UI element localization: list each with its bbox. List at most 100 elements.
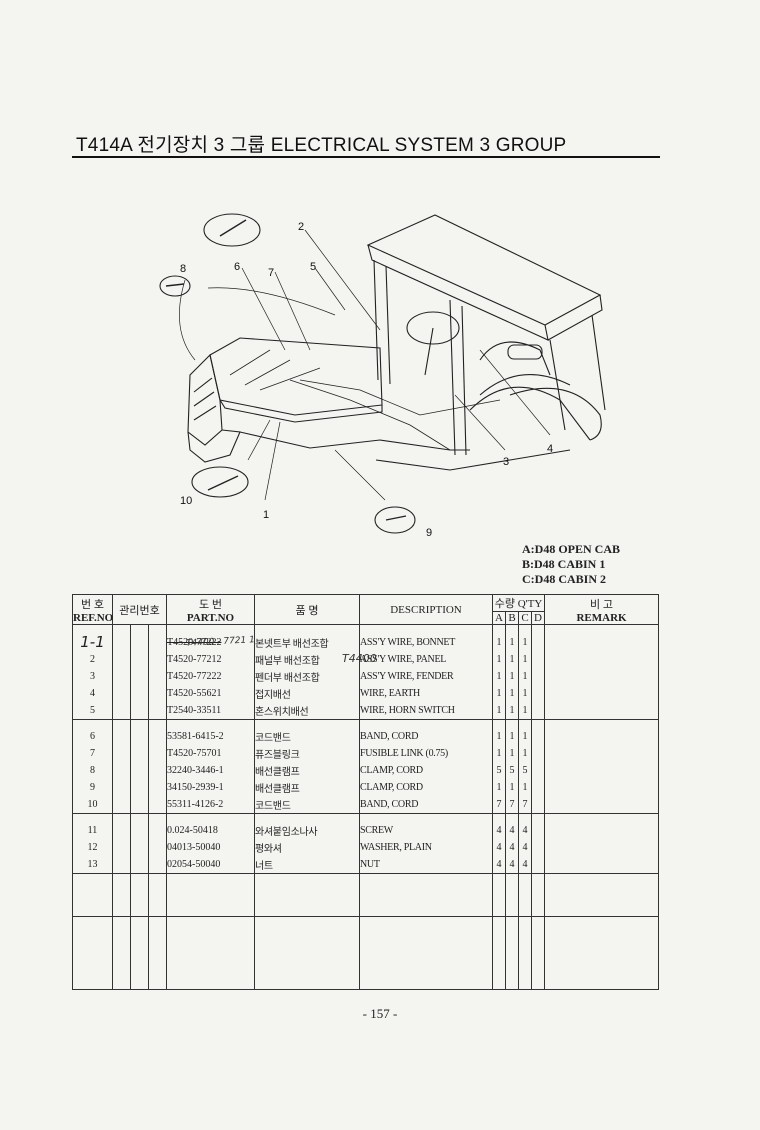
spacer-cell (505, 624, 519, 633)
part-name-kor: 본넷트부 배선조합 (254, 633, 360, 651)
empty-cell (148, 882, 167, 899)
spacer-cell (72, 813, 113, 822)
qty-c: 1 (518, 745, 532, 762)
part-no: 02054-50040 (166, 856, 255, 874)
qty-d (530, 796, 546, 814)
remark (544, 668, 660, 685)
mgmt-cell (112, 633, 131, 651)
remark (544, 651, 660, 668)
qty-a: 1 (492, 702, 506, 720)
callout-10: 10 (180, 495, 192, 507)
description: ASS'Y WIRE, FENDER (359, 668, 493, 685)
mgmt-cell (112, 839, 131, 856)
callout-detail-10 (191, 466, 249, 498)
qty-a: 1 (492, 668, 506, 685)
empty-cell (544, 899, 660, 917)
ref-no: 4 (72, 685, 113, 702)
qty-b: 4 (505, 856, 519, 874)
mgmt-cell (112, 668, 131, 685)
qty-a: 4 (492, 839, 506, 856)
qty-b: 1 (505, 668, 519, 685)
spacer-cell (72, 624, 113, 633)
table-spacer (72, 624, 660, 633)
mgmt-cell (148, 633, 167, 651)
qty-a: 1 (492, 633, 506, 651)
mgmt-cell (148, 651, 167, 668)
qty-a: 5 (492, 762, 506, 779)
header-remark-kor: 비 고 (590, 598, 614, 611)
qty-d (530, 685, 546, 702)
empty-cell (166, 899, 255, 917)
spacer-cell (359, 719, 493, 728)
empty-cell (112, 953, 131, 990)
qty-c: 1 (518, 779, 532, 796)
mgmt-cell (130, 822, 149, 839)
header-mgmt: 관리번호 (112, 594, 167, 625)
spacer-cell (530, 873, 546, 882)
ref-no: 11 (72, 822, 113, 839)
qty-b: 5 (505, 762, 519, 779)
spacer-cell (530, 719, 546, 728)
mgmt-cell (148, 779, 167, 796)
empty-cell (492, 953, 506, 990)
remark (544, 728, 660, 745)
empty-cell (112, 916, 131, 953)
part-name-kor: 너트 (254, 856, 360, 874)
spacer-cell (544, 624, 660, 633)
qty-d (530, 702, 546, 720)
qty-c: 1 (518, 668, 532, 685)
empty-cell (530, 882, 546, 899)
ref-no: 3 (72, 668, 113, 685)
part-no: 04013-50040 (166, 839, 255, 856)
spacer-cell (254, 813, 360, 822)
header-description: DESCRIPTION (359, 594, 493, 625)
empty-cell (254, 916, 360, 953)
spacer-cell (72, 719, 113, 728)
table-spacer (72, 719, 660, 728)
ref-no: 1-1 (72, 633, 113, 651)
spacer-cell (505, 873, 519, 882)
remark (544, 796, 660, 814)
empty-cell (72, 916, 113, 953)
mgmt-cell (148, 745, 167, 762)
qty-c: 1 (518, 651, 532, 668)
spacer-cell (112, 873, 131, 882)
remark (544, 822, 660, 839)
qty-c: 7 (518, 796, 532, 814)
header-remark-eng: REMARK (576, 611, 627, 624)
remark (544, 702, 660, 720)
mgmt-cell (148, 685, 167, 702)
spacer-cell (112, 813, 131, 822)
callout-6: 6 (234, 261, 240, 273)
spacer-cell (112, 624, 131, 633)
description: CLAMP, CORD (359, 779, 493, 796)
description: WASHER, PLAIN (359, 839, 493, 856)
part-no: T4520-55621 (166, 685, 255, 702)
title-rule (72, 156, 660, 158)
empty-cell (359, 953, 493, 990)
spacer-cell (254, 624, 360, 633)
empty-cell (254, 882, 360, 899)
qty-b: 1 (505, 651, 519, 668)
empty-cell (518, 953, 532, 990)
callout-detail-7 (203, 213, 261, 247)
mgmt-cell (112, 796, 131, 814)
empty-cell (112, 899, 131, 917)
spacer-cell (518, 813, 532, 822)
model-b: B:D48 CABIN 1 (522, 557, 606, 571)
mgmt-cell (130, 762, 149, 779)
part-no: T4520-75701 (166, 745, 255, 762)
part-name-kor: 접지배선 (254, 685, 360, 702)
mgmt-cell (148, 796, 167, 814)
mgmt-cell (148, 762, 167, 779)
mgmt-cell (148, 856, 167, 874)
spacer-cell (254, 873, 360, 882)
mgmt-cell (130, 856, 149, 874)
model-a: A:D48 OPEN CAB (522, 542, 620, 556)
ref-no: 10 (72, 796, 113, 814)
